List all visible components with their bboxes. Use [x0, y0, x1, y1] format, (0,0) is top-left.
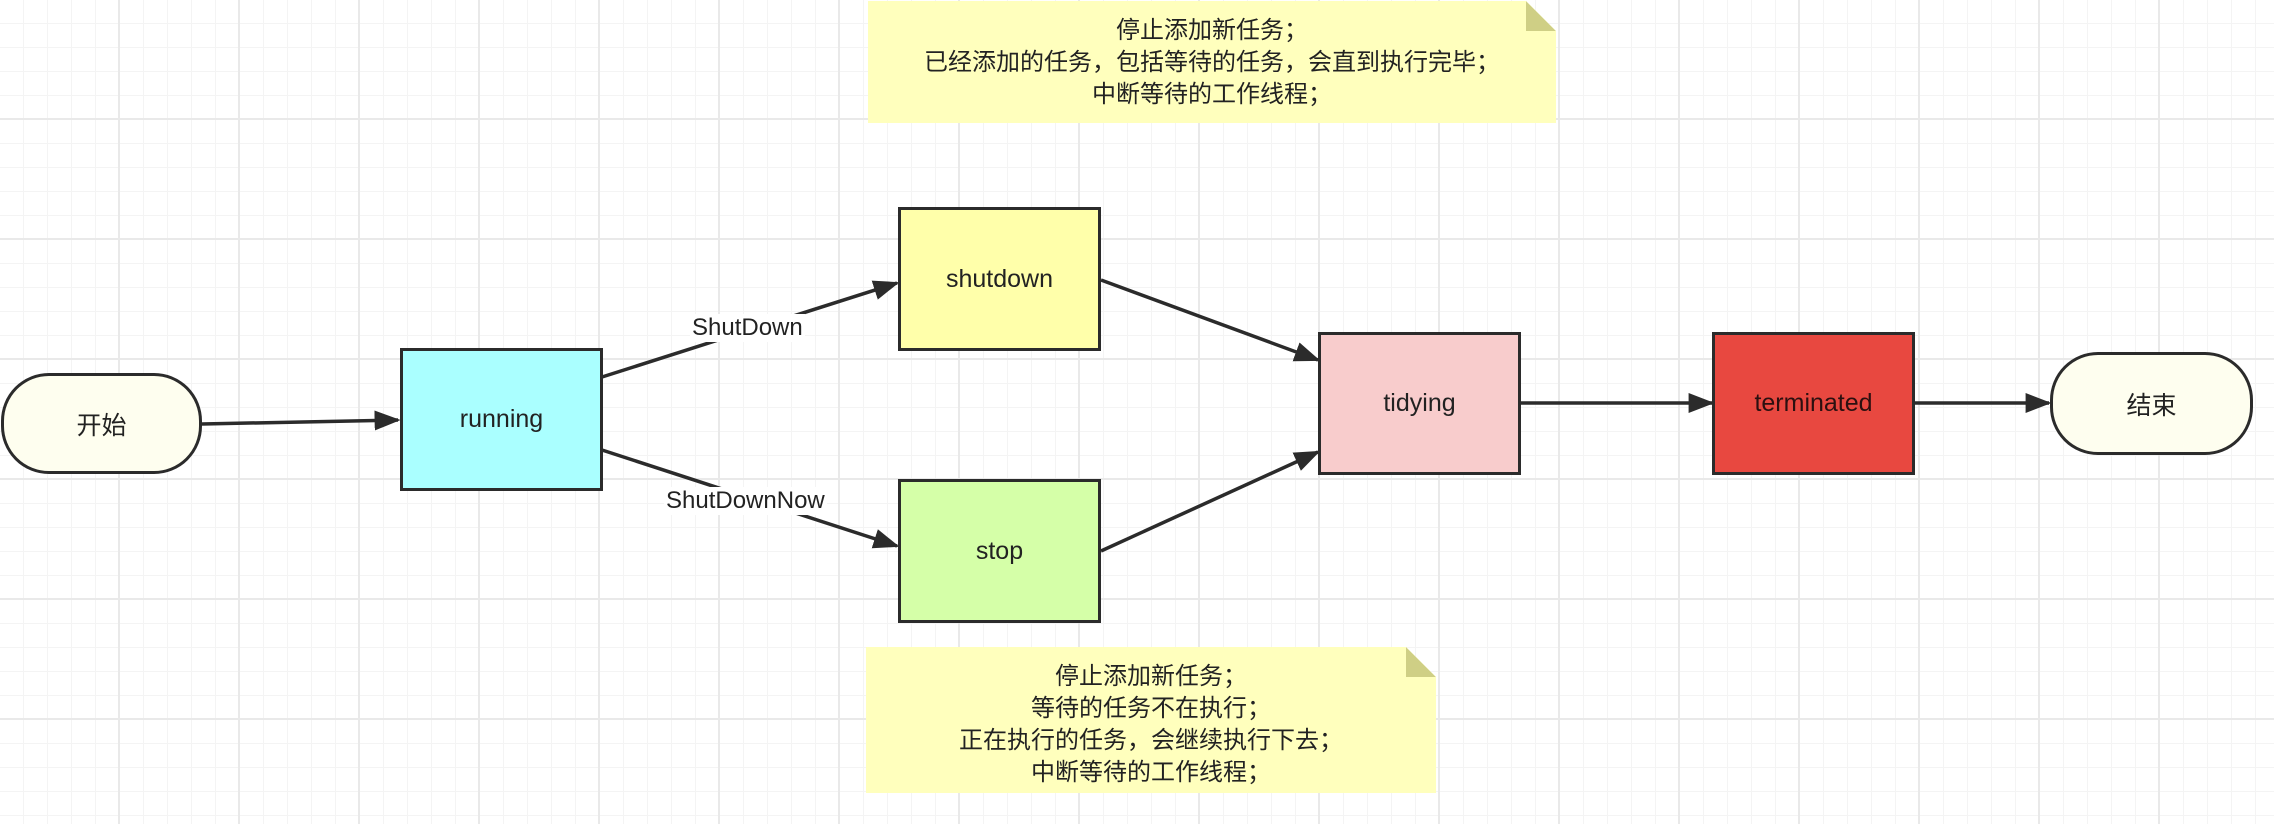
note-line: 正在执行的任务，会继续执行下去； [959, 727, 1343, 754]
note-shutdown: 停止添加新任务； 已经添加的任务，包括等待的任务，会直到执行完毕； 中断等待的工… [868, 1, 1556, 123]
note-line: 等待的任务不在执行； [1031, 695, 1271, 722]
edge-stop-tidying [1100, 450, 1321, 553]
note-stop: 停止添加新任务； 等待的任务不在执行； 正在执行的任务，会继续执行下去； 中断等… [866, 647, 1436, 793]
node-shutdown[interactable]: shutdown [898, 207, 1101, 351]
edge-label-shutdown-now: ShutDownNow [664, 487, 827, 515]
note-line: 中断等待的工作线程； [1092, 81, 1332, 108]
node-terminated[interactable]: terminated [1712, 332, 1915, 475]
edge-label-shutdown: ShutDown [690, 314, 805, 342]
note-line: 中断等待的工作线程； [1031, 759, 1271, 786]
node-start[interactable]: 开始 [1, 373, 202, 474]
note-line: 停止添加新任务； [1055, 663, 1247, 690]
edge-start-running [201, 410, 401, 431]
node-tidying[interactable]: tidying [1318, 332, 1521, 475]
node-stop[interactable]: stop [898, 479, 1101, 623]
node-running[interactable]: running [400, 348, 603, 491]
note-line: 已经添加的任务，包括等待的任务，会直到执行完毕； [924, 49, 1500, 76]
node-end[interactable]: 结束 [2050, 352, 2253, 455]
note-line: 停止添加新任务； [1116, 17, 1308, 44]
edge-shutdown-tidying [1100, 278, 1321, 362]
